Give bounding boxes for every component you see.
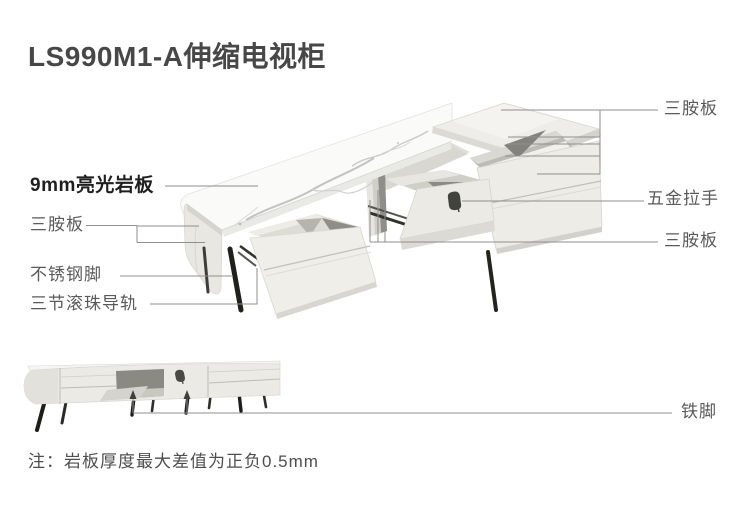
label-hardware-handle: 五金拉手 xyxy=(647,189,719,208)
marble-top xyxy=(180,102,454,237)
left-drawer xyxy=(237,214,377,319)
label-rock-slab: 9mm亮光岩板 xyxy=(30,175,154,196)
middle-drawer xyxy=(367,170,495,250)
iron-feet-arrows xyxy=(129,390,191,399)
right-cabinet-body xyxy=(431,102,603,254)
cabinet-front-view xyxy=(23,360,281,432)
label-iron-feet: 铁脚 xyxy=(681,402,717,421)
note-text: 注：岩板厚度最大差值为正负0.5mm xyxy=(28,452,319,471)
label-ball-bearing-rails: 三节滚珠导轨 xyxy=(30,294,138,313)
leader-lines xyxy=(86,109,672,414)
product-title: LS990M1-A伸缩电视柜 xyxy=(28,41,326,72)
label-melamine-left: 三胺板 xyxy=(30,215,84,234)
label-melamine-top-right: 三胺板 xyxy=(664,99,718,118)
cabinet-legs xyxy=(202,246,498,313)
label-stainless-steel-feet: 不锈钢脚 xyxy=(30,265,102,284)
label-melamine-bottom-right: 三胺板 xyxy=(664,231,718,250)
